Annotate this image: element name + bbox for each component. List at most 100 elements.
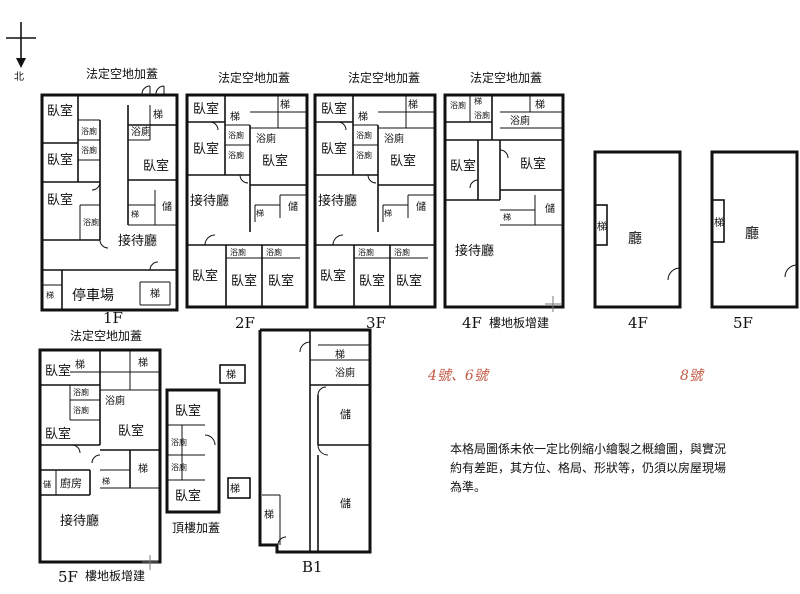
disclaimer-note: 本格局圖係未依一定比例縮小繪製之概繪圖，與實況約有差距，其方位、格局、形狀等，仍…: [450, 442, 727, 494]
svg-text:臥室: 臥室: [359, 273, 385, 289]
svg-text:臥室: 臥室: [268, 273, 294, 289]
svg-text:樓地板增建: 樓地板增建: [85, 568, 145, 583]
floor-label-5f-unit8: 5F: [733, 314, 753, 332]
svg-text:臥室: 臥室: [396, 273, 422, 289]
svg-text:法定空地加蓋: 法定空地加蓋: [70, 328, 142, 343]
svg-text:浴廁: 浴廁: [474, 110, 490, 120]
svg-text:臥室: 臥室: [47, 103, 73, 119]
svg-text:臥室: 臥室: [47, 152, 73, 168]
svg-text:浴廁: 浴廁: [335, 366, 355, 379]
svg-text:臥室: 臥室: [390, 153, 416, 169]
svg-text:樓地板增建: 樓地板增建: [489, 315, 549, 330]
svg-text:浴廁: 浴廁: [358, 247, 374, 257]
svg-text:臥室: 臥室: [175, 488, 201, 504]
svg-text:浴廁: 浴廁: [73, 405, 89, 415]
svg-text:梯: 梯: [153, 108, 163, 121]
unit-tag-8: 8號: [680, 368, 705, 384]
svg-text:臥室: 臥室: [520, 156, 546, 172]
svg-text:浴廁: 浴廁: [171, 462, 187, 472]
svg-text:梯: 梯: [131, 209, 139, 219]
svg-text:梯: 梯: [150, 287, 160, 300]
svg-text:梯: 梯: [535, 98, 545, 111]
svg-text:接待廳: 接待廳: [60, 513, 99, 529]
svg-text:梯: 梯: [264, 508, 274, 521]
svg-text:接待廳: 接待廳: [455, 243, 494, 259]
svg-text:儲: 儲: [340, 497, 351, 510]
floor-label-b1: B1: [302, 558, 323, 576]
svg-text:浴廁: 浴廁: [228, 130, 244, 140]
svg-text:梯: 梯: [597, 220, 607, 233]
svg-text:臥室: 臥室: [45, 426, 71, 442]
svg-text:臥室: 臥室: [193, 101, 219, 117]
svg-text:儲: 儲: [43, 479, 51, 489]
svg-text:梯: 梯: [474, 96, 482, 106]
svg-text:浴廁: 浴廁: [266, 247, 282, 257]
svg-text:梯: 梯: [226, 368, 236, 381]
unit-tag-4-6: 4號、6號: [427, 368, 490, 384]
svg-text:浴廁: 浴廁: [356, 150, 372, 160]
svg-text:接待廳: 接待廳: [318, 193, 357, 209]
svg-text:臥室: 臥室: [45, 363, 71, 379]
svg-text:梯: 梯: [714, 216, 724, 229]
svg-text:臥室: 臥室: [321, 101, 347, 117]
svg-text:梯: 梯: [384, 208, 392, 218]
svg-text:臥室: 臥室: [231, 273, 257, 289]
svg-text:臥室: 臥室: [320, 268, 346, 284]
svg-text:梯: 梯: [46, 290, 54, 300]
svg-text:梯: 梯: [102, 476, 110, 486]
svg-text:法定空地加蓋: 法定空地加蓋: [348, 70, 420, 85]
svg-text:頂樓加蓋: 頂樓加蓋: [172, 520, 220, 535]
svg-text:儲: 儲: [162, 201, 172, 213]
svg-text:浴廁: 浴廁: [83, 217, 99, 227]
svg-text:儲: 儲: [288, 201, 298, 213]
svg-text:梯: 梯: [230, 482, 240, 495]
svg-text:梯: 梯: [335, 348, 345, 361]
plan-4f-unit8: 梯 廳 4F: [593, 150, 682, 332]
svg-text:梯: 梯: [256, 208, 264, 218]
svg-text:梯: 梯: [280, 98, 290, 111]
floor-label-5f-addon: 5F: [58, 568, 78, 586]
floor-label-2f: 2F: [235, 314, 255, 332]
svg-text:梯: 梯: [408, 98, 418, 111]
svg-text:法定空地加蓋: 法定空地加蓋: [218, 70, 290, 85]
svg-text:臥室: 臥室: [143, 158, 169, 174]
svg-text:接待廳: 接待廳: [190, 193, 229, 209]
svg-text:浴廁: 浴廁: [230, 247, 246, 257]
svg-text:廚房: 廚房: [60, 476, 82, 490]
svg-text:梯: 梯: [358, 110, 368, 123]
floor-label-4f-unit8: 4F: [628, 314, 648, 332]
svg-text:儲: 儲: [416, 201, 426, 213]
svg-text:臥室: 臥室: [192, 268, 218, 284]
plan-2f: 法定空地加蓋 臥室 梯 浴廁 浴廁 臥室 梯 浴廁 臥室 梯 儲 接待廳 浴廁 …: [185, 70, 309, 332]
plan-b1: 梯 浴廁 儲 儲 梯 B1: [258, 328, 372, 576]
north-compass: 北: [6, 22, 36, 83]
plan-1f: 法定空地加蓋 臥室 臥室 臥室 浴廁 浴: [40, 66, 179, 327]
plan-roof-addon: 臥室 浴廁 浴廁 臥室 梯 梯 頂樓加蓋: [165, 364, 251, 535]
svg-text:臥室: 臥室: [450, 158, 476, 174]
svg-text:梯: 梯: [503, 212, 511, 222]
plan-4f-addon: 法定空地加蓋 浴廁 梯 浴廁 梯 浴廁 臥室 臥室 梯 儲 接待廳 4F 樓地板…: [443, 70, 565, 332]
svg-text:臥室: 臥室: [262, 153, 288, 169]
floor-label-1f: 1F: [103, 309, 123, 327]
svg-text:浴廁: 浴廁: [73, 387, 89, 397]
svg-text:臥室: 臥室: [321, 141, 347, 157]
svg-text:停車場: 停車場: [72, 287, 114, 304]
svg-text:浴廁: 浴廁: [228, 150, 244, 160]
floor-label-4f-addon: 4F: [462, 314, 482, 332]
svg-text:法定空地加蓋: 法定空地加蓋: [470, 70, 542, 85]
svg-text:浴廁: 浴廁: [356, 130, 372, 140]
svg-text:浴廁: 浴廁: [81, 126, 97, 136]
svg-text:浴廁: 浴廁: [394, 247, 410, 257]
plan-5f-addon: 法定空地加蓋 臥室 梯 浴廁 浴廁 臥室 梯 浴廁 臥室 梯 梯 儲 廚房 接待…: [38, 328, 162, 586]
svg-text:梯: 梯: [138, 356, 148, 369]
svg-text:梯: 梯: [138, 462, 148, 475]
svg-text:接待廳: 接待廳: [118, 233, 157, 249]
svg-text:梯: 梯: [75, 358, 85, 371]
svg-text:儲: 儲: [340, 408, 351, 421]
svg-text:臥室: 臥室: [193, 141, 219, 157]
svg-text:浴廁: 浴廁: [105, 394, 125, 407]
svg-text:臥室: 臥室: [47, 192, 73, 208]
svg-text:儲: 儲: [545, 203, 555, 215]
plan-5f-unit8: 梯 廳 5F: [710, 150, 799, 332]
